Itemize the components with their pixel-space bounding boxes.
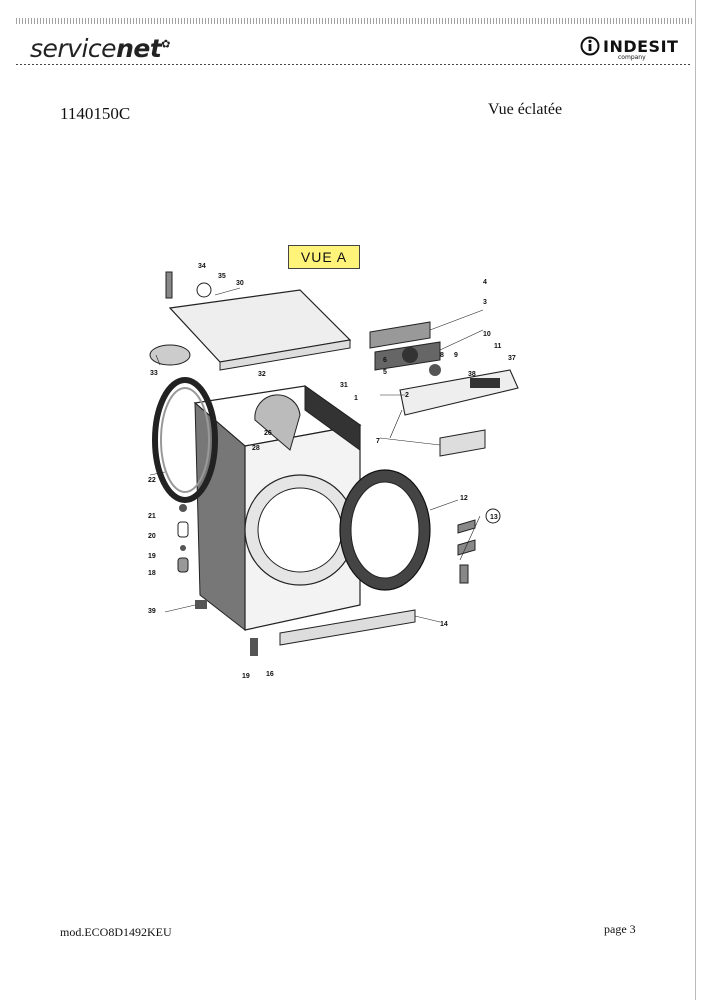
indesit-mark-icon: [580, 36, 600, 56]
callout-5: 5: [383, 369, 387, 376]
callout-7: 7: [376, 438, 380, 445]
callout-8: 8: [440, 352, 444, 359]
callout-14: 14: [440, 621, 448, 628]
callout-12: 12: [460, 495, 468, 502]
callout-34: 34: [198, 263, 206, 270]
part-35: [196, 282, 212, 298]
callout-11: 11: [494, 343, 502, 350]
header-rule: [16, 64, 692, 65]
page-edge: [695, 0, 696, 1000]
callout-22: 22: [148, 477, 156, 484]
indesit-sub: company: [618, 54, 646, 61]
indesit-logo: INDESIT company: [580, 36, 679, 61]
display: [470, 378, 500, 388]
callout-4: 4: [483, 279, 487, 286]
part-33: [149, 344, 191, 366]
view-label: VUE A: [288, 245, 360, 269]
view-title: Vue éclatée: [488, 101, 563, 118]
control-panel: [399, 369, 519, 416]
front-porthole: [257, 487, 343, 573]
callout-2: 2: [405, 392, 409, 399]
callout-20: 20: [148, 533, 156, 540]
exploded-view-diagram: 34 35 30 4 3 10 11 37 9 8 6 5 38 2 7 32 …: [148, 263, 519, 680]
knob-6: [402, 347, 418, 363]
callout-18: 18: [148, 570, 156, 577]
callout-13: 13: [490, 514, 498, 521]
callout-1: 1: [354, 395, 358, 402]
callout-19: 19: [148, 553, 156, 560]
servicenet-logo: servicenet✿: [30, 34, 170, 63]
callout-37: 37: [508, 355, 516, 362]
drum-rear: [254, 394, 301, 451]
callout-19b: 19: [242, 673, 250, 680]
callout-21: 21: [148, 513, 156, 520]
callout-26: 26: [264, 430, 272, 437]
callout-32: 32: [258, 371, 266, 378]
panel-part-4: [369, 321, 431, 349]
indesit-wordmark: INDESIT: [603, 36, 679, 56]
document-code: 1140150C: [60, 104, 131, 123]
callout-35: 35: [218, 273, 226, 280]
knob-8: [429, 364, 441, 376]
callout-10: 10: [483, 331, 491, 338]
logo-text-net: net: [116, 34, 162, 63]
footer-page-number: page 3: [604, 922, 636, 936]
callout-6: 6: [383, 357, 387, 364]
door-glass: [350, 481, 420, 579]
callout-31: 31: [340, 382, 348, 389]
header-band: [16, 18, 692, 24]
callout-39: 39: [148, 608, 156, 615]
callout-28: 28: [252, 445, 260, 452]
callout-33: 33: [150, 370, 158, 377]
kick-plate-14: [279, 609, 416, 646]
callout-30: 30: [236, 280, 244, 287]
callout-16: 16: [266, 671, 274, 678]
detergent-drawer: [439, 429, 486, 457]
logo-text-service: service: [30, 34, 117, 63]
cabinet-rear-wall: [304, 385, 361, 451]
callout-3: 3: [483, 299, 487, 306]
callout-9: 9: [454, 352, 458, 359]
top-lid-edge: [219, 339, 351, 371]
callout-38: 38: [468, 371, 476, 378]
door-seal-22: [152, 377, 218, 503]
part-34: [165, 271, 173, 299]
footer-model: mod.ECO8D1492KEU: [60, 925, 172, 939]
